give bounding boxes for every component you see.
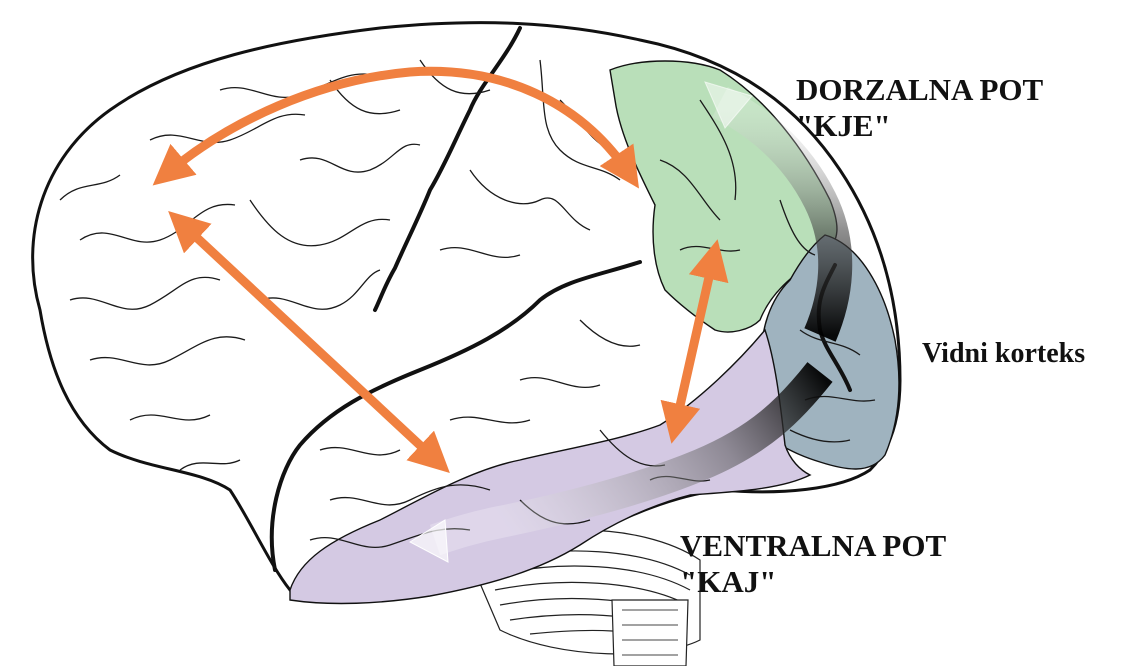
dorsal-title: DORZALNA POT	[796, 72, 1043, 108]
visual-cortex-text: Vidni korteks	[922, 338, 1085, 370]
ventral-subtitle: "KAJ"	[680, 564, 946, 600]
visual-cortex-label: Vidni korteks	[922, 338, 1085, 370]
dorsal-pathway-label: DORZALNA POT "KJE"	[796, 72, 1043, 143]
dorsal-subtitle: "KJE"	[796, 108, 1043, 144]
ventral-title: VENTRALNA POT	[680, 528, 946, 564]
ventral-pathway-label: VENTRALNA POT "KAJ"	[680, 528, 946, 599]
